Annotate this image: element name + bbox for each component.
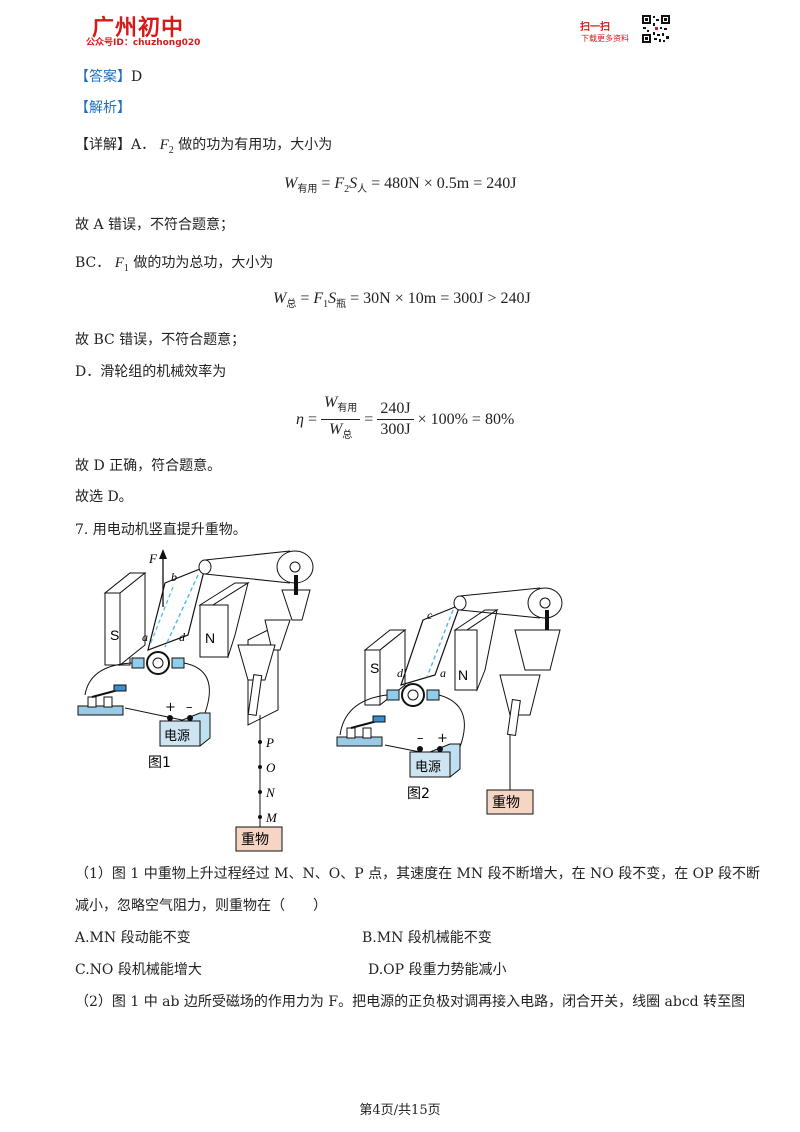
- eq2-rhs: = 30N × 10m = 300J > 240J: [350, 290, 531, 307]
- fig1-label-d: d: [179, 630, 186, 644]
- analysis-tag: 【解析】: [75, 98, 131, 118]
- fig2-label-plus: +: [437, 731, 448, 746]
- figure2-motor-diagram: S N c d a – + 电源 重物 图2: [336, 587, 563, 815]
- fig1-label-N2: N: [265, 785, 276, 800]
- eq3-fraction-numeric: 240J 300J: [377, 399, 414, 440]
- option-bc-prefix: BC．: [75, 255, 111, 271]
- detail-d-intro: D．滑轮组的机械效率为: [75, 364, 227, 380]
- fig2-label-d: d: [397, 666, 404, 680]
- detail-a-conclusion: 故 A 错误，不符合题意；: [75, 217, 235, 233]
- eq3-den-w: W: [328, 421, 343, 439]
- fig2-label-a: a: [440, 666, 446, 680]
- equation-total-work: W总 = F1S瓶 = 30N × 10m = 300J > 240J: [273, 290, 531, 310]
- detail-label: 【详解】: [75, 137, 131, 153]
- detail-bc-conclusion: 故 BC 错误，不符合题意；: [75, 332, 246, 348]
- part2-line1: （2）图 1 中 ab 边所受磁场的作用力为 F。把电源的正负极对调再接入电路，…: [75, 994, 746, 1010]
- fig2-label-S: S: [370, 660, 379, 676]
- scan-sublabel: 下载更多资料: [581, 34, 629, 43]
- force-f2: F: [159, 137, 169, 153]
- fig1-label-N: N: [205, 630, 215, 646]
- eq3-den-sub: 总: [342, 430, 353, 442]
- option-c[interactable]: C.NO 段机械能增大: [75, 962, 202, 978]
- eq2-w-sub: 总: [286, 299, 297, 311]
- analysis-label: 【解析】: [75, 100, 131, 116]
- fig1-label-S: S: [110, 627, 119, 643]
- eq3-equals: =: [307, 410, 317, 428]
- part1-line1: （1）图 1 中重物上升过程经过 M、N、O、P 点，其速度在 MN 段不断增大…: [75, 866, 761, 882]
- figure1-caption: 图1: [148, 755, 171, 771]
- page-number: 第4页/共15页: [359, 1103, 441, 1118]
- eq2-equals: =: [300, 290, 310, 307]
- answer-tag: 【答案】: [75, 69, 131, 85]
- fig2-power-label: 电源: [415, 760, 441, 775]
- qr-code-icon[interactable]: [641, 14, 671, 44]
- question7-stem: 7. 用电动机竖直提升重物。: [75, 522, 247, 538]
- detail-a-text: 做的功为有用功，大小为: [178, 137, 333, 153]
- force-f1: F: [114, 255, 124, 271]
- eq1-equals: =: [321, 175, 331, 192]
- eq3-num-w: W: [323, 394, 338, 411]
- eq3-eta: η: [296, 410, 304, 428]
- figure2-caption: 图2: [407, 786, 430, 802]
- force-f1-sub: 1: [123, 263, 129, 274]
- option-a[interactable]: A.MN 段动能不变: [75, 930, 191, 946]
- figure1-motor-diagram: F S N b a d + – 电源 P O: [77, 549, 314, 852]
- eq2-f: F: [313, 290, 324, 307]
- eq1-rhs: = 480N × 0.5m = 240J: [371, 175, 517, 192]
- eq1-w: W: [284, 175, 298, 192]
- option-d[interactable]: D.OP 段重力势能减小: [368, 962, 507, 978]
- brand-account-id: 公众号ID：chuzhong020: [86, 38, 201, 48]
- detail-bc-text: 做的功为总功，大小为: [133, 255, 274, 271]
- eq3-num-sub: 有用: [337, 403, 358, 415]
- fig1-label-b: b: [171, 570, 177, 584]
- eq1-s-sub: 人: [357, 184, 368, 196]
- eq1-w-sub: 有用: [297, 184, 318, 196]
- fig1-label-minus: –: [186, 700, 193, 715]
- eq3-fraction-symbolic: W有用 W总: [320, 393, 361, 446]
- option-b[interactable]: B.MN 段机械能不变: [362, 930, 492, 946]
- eq1-f-sub: 2: [344, 184, 350, 196]
- eq2-w: W: [273, 290, 287, 307]
- answer-line: 【答案】D: [75, 67, 142, 87]
- fig1-weight-label: 重物: [241, 832, 269, 848]
- detail-a-intro: 【详解】A． F2 做的功为有用功，大小为: [75, 135, 332, 161]
- detail-d-conclusion: 故 D 正确，符合题意。: [75, 458, 222, 474]
- fig1-label-plus: +: [165, 700, 176, 715]
- detail-choice: 故选 D。: [75, 489, 133, 505]
- option-a-prefix: A．: [131, 137, 156, 153]
- equation-useful-work: W有用 = F2S人 = 480N × 0.5m = 240J: [284, 175, 516, 195]
- eq3-equals-2: =: [364, 410, 374, 428]
- fig1-label-a: a: [142, 630, 148, 644]
- eq2-s: S: [328, 290, 337, 307]
- fig1-label-P: P: [265, 735, 274, 750]
- eq1-f: F: [334, 175, 345, 192]
- fig1-label-M: M: [265, 810, 278, 825]
- eq1-s: S: [349, 175, 358, 192]
- part1-line2: 减小，忽略空气阻力，则重物在（ ）: [75, 898, 327, 914]
- eq3-num2: 240J: [377, 399, 414, 421]
- force-f2-sub: 2: [168, 145, 174, 156]
- equation-efficiency: η = W有用 W总 = 240J 300J × 100% = 80%: [296, 393, 514, 446]
- brand-logo-title: 广州初中: [92, 16, 185, 41]
- fig1-label-F: F: [148, 551, 158, 566]
- eq2-f-sub: 1: [323, 299, 329, 311]
- fig2-weight-label: 重物: [492, 795, 520, 811]
- fig2-label-c: c: [427, 608, 433, 622]
- answer-value: D: [131, 69, 143, 85]
- eq3-den2: 300J: [380, 421, 411, 439]
- fig1-label-O: O: [266, 760, 276, 775]
- detail-bc-intro: BC． F1 做的功为总功，大小为: [75, 253, 273, 279]
- fig2-label-minus: –: [417, 731, 424, 746]
- fig1-power-label: 电源: [164, 729, 190, 744]
- eq2-s-sub: 瓶: [336, 299, 347, 311]
- eq3-rhs: × 100% = 80%: [417, 410, 515, 428]
- fig2-label-N: N: [458, 667, 468, 683]
- scan-label: 扫一扫: [580, 22, 610, 33]
